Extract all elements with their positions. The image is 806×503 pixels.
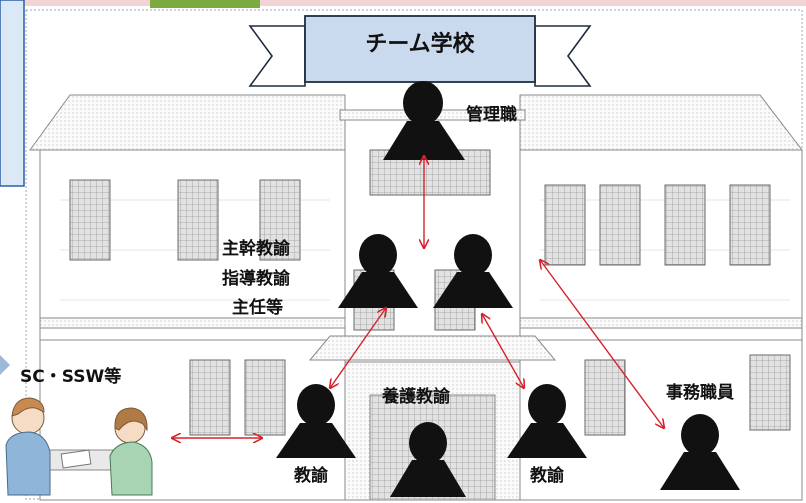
person-middle-left <box>338 234 418 308</box>
window <box>244 359 286 436</box>
banner-body <box>304 15 536 83</box>
window <box>189 359 231 436</box>
window <box>69 179 111 261</box>
label-middle-line2: 指導教諭 <box>222 269 290 289</box>
label-office-staff: 事務職員 <box>666 383 734 403</box>
paper <box>60 449 92 469</box>
entrance-canopy <box>308 335 557 361</box>
label-teacher-right: 教諭 <box>530 466 564 486</box>
window <box>177 179 219 261</box>
banner-right-tail <box>534 25 592 87</box>
arrow-middle-teacher-left <box>330 308 386 388</box>
window <box>584 359 626 436</box>
top-strip <box>0 0 806 6</box>
right-floor-band <box>519 317 803 329</box>
person-teacher-left <box>276 384 356 458</box>
left-roof <box>29 94 346 151</box>
window <box>749 354 791 431</box>
banner-title: チーム学校 <box>365 32 475 57</box>
window <box>259 179 301 261</box>
window <box>664 184 706 266</box>
title-banner <box>248 15 592 87</box>
arrow-middle-office-staff <box>540 260 664 428</box>
right-roof <box>519 94 804 151</box>
top-green-accent <box>150 0 260 8</box>
window <box>599 184 641 266</box>
people <box>276 81 740 497</box>
window <box>729 184 771 266</box>
person-right-illustration <box>109 407 153 496</box>
person-middle-right <box>433 234 513 308</box>
side-arrow-fragment <box>0 355 10 375</box>
relationship-arrows <box>172 156 664 438</box>
person-management <box>383 81 465 160</box>
label-middle-line3: 主任等 <box>232 298 283 318</box>
consultation-illustration <box>5 397 153 496</box>
label-nurse-teacher: 養護教諭 <box>382 387 450 407</box>
person-office-staff <box>660 414 740 490</box>
left-floor-band <box>39 317 346 329</box>
label-external: SC・SSW等 <box>20 367 122 387</box>
label-teacher-left: 教諭 <box>294 466 328 486</box>
left-panel-fragment <box>0 0 25 187</box>
window <box>544 184 586 266</box>
person-left-illustration <box>5 397 51 496</box>
arrow-middle-teacher-right <box>482 314 524 388</box>
label-middle-line1: 主幹教諭 <box>222 239 290 259</box>
label-management: 管理職 <box>466 105 517 125</box>
person-nurse-teacher <box>390 422 466 497</box>
banner-left-tail <box>248 25 306 87</box>
